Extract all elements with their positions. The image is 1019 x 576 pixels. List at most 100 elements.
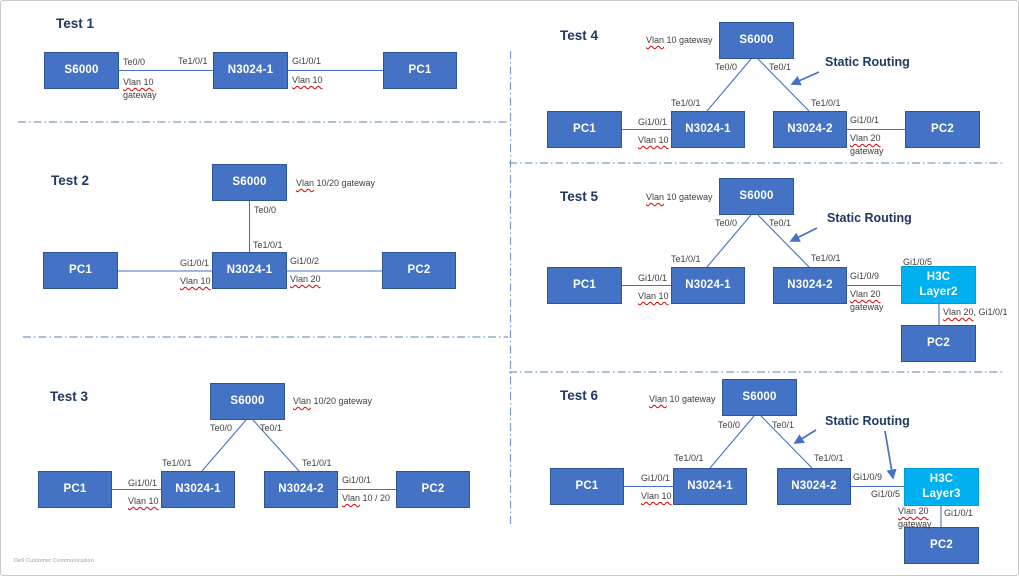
edge-label-text: Vlan 10 [638,135,669,145]
edge-label-line: Gi1/0/9 [853,471,882,484]
node-pc1: PC1 [547,267,622,304]
edge-label-text: Te0/0 [718,420,741,430]
edge-label-text: Te0/0 [210,423,233,433]
edge-label-line: Te1/0/1 [671,253,701,266]
edge-label: Gi1/0/1 [128,477,157,490]
node-label: N3024-2 [787,123,833,136]
edge-label-text: Vlan [646,192,665,202]
edge-label-text: Te1/0/1 [302,458,332,468]
node-n3024-1: N3024-1 [161,471,235,508]
edge-label-text: Gi1/0/1 [850,115,880,125]
node-label: N3024-1 [226,264,273,277]
node-label: S6000 [739,34,774,47]
node-s6000: S6000 [719,22,794,59]
edge-label-line: Vlan 10 / 20 [342,492,390,505]
edge-label: Gi1/0/9 [850,270,879,283]
edge-label-text: gateway [123,89,157,100]
edge-label: Vlan 10/20 gateway [293,395,372,408]
node-n3024-2: N3024-2 [264,471,338,508]
edge-label-line: Te1/0/1 [811,252,841,265]
node-label: PC1 [69,264,92,277]
edge-label-text: Te0/0 [123,57,146,67]
edge-label: Te1/0/1 [302,457,332,470]
edge-label: Te1/0/1 [671,253,701,266]
edge-label: Te1/0/1 [162,457,192,470]
node-n3024-1: N3024-1 [213,52,288,89]
edge-label-line: Te1/0/1 [178,55,208,68]
edge-label: Te0/0 [715,61,737,74]
edge-label: Te0/0 [254,204,276,217]
node-label: Layer2 [919,286,958,298]
edge-label-text: Vlan [296,178,315,188]
edge-label-line: Te0/1 [260,422,282,435]
edge-label-line: Gi1/0/1 [180,257,209,270]
edge-label-line: Gi1/0/5 [871,488,900,501]
node-label: Layer3 [922,488,961,500]
edge-label-line: Gi1/0/1 [292,55,321,68]
edge-label-line: Te0/1 [769,217,791,230]
edge-label-text: Vlan 20 [898,506,929,516]
node-label: PC1 [63,483,87,496]
edge-label-text: Vlan 20 [850,289,881,299]
edge-label-line: Te1/0/1 [811,97,841,110]
node-label: PC2 [931,123,954,136]
static-routing-arrow [790,71,820,86]
edge-label: Gi1/0/1 [850,114,879,127]
node-n3024-1: N3024-1 [212,252,287,289]
edge-label-line: Te0/0 [210,422,232,435]
edge-label: Gi1/0/2 [290,255,319,268]
edge-label: Vlan 10 gateway [646,34,713,47]
edge-label-line: Vlan 10 [638,290,669,303]
edge-label-text: Te1/0/1 [811,98,841,108]
test-4-title: Test 4 [560,28,599,43]
node-n3024-2: N3024-2 [773,267,847,304]
edge-label-line: Te0/0 [254,204,276,217]
node-s6000: S6000 [722,379,797,416]
edge-label-text: Gi1/0/9 [850,271,880,281]
edge-label-text: Te1/0/1 [671,98,701,108]
edge-label-text: Te1/0/1 [671,254,701,264]
node-label: PC1 [408,64,432,77]
edge-label-text: Vlan 20 [290,274,321,284]
edge-label-line: Vlan 20 [850,288,884,301]
edge-label-line: Vlan 20 [850,132,884,145]
edge-label-text: Te0/1 [772,420,795,430]
edge-label-line: gateway [850,145,884,158]
edge-label-line: gateway [123,89,157,102]
edge-label-line: Vlan 20 [290,273,321,286]
node-label: PC2 [927,337,950,350]
edge-label-line: Gi1/0/1 [342,474,371,487]
node-label: S6000 [739,190,774,203]
edge-label-text: Gi1/0/1 [638,273,668,283]
node-n3024-2: N3024-2 [777,468,851,505]
edge-label: Te0/0 [210,422,232,435]
edge-label: Te1/0/1 [674,452,704,465]
edge-label: Te0/1 [769,217,791,230]
edge-label: Vlan 10 [638,134,669,147]
edge-label-line: Vlan 10/20 gateway [293,395,372,408]
node-n3024-2: N3024-2 [773,111,847,148]
edge-label-line: Te1/0/1 [674,452,704,465]
edge-label-text: Gi1/0/5 [871,489,901,499]
edge-label-text: Vlan 20 [850,133,881,143]
edge-label-text: gateway [850,145,884,156]
static-routing-label: Static Routing [825,414,910,428]
edge-label: Vlan 10 gateway [646,191,713,204]
edge-label: Gi1/0/1 [641,472,670,485]
footer-text: Dell Customer Communication [14,558,94,564]
edge-label-line: Te1/0/1 [162,457,192,470]
edge-label-text: 10 gateway [664,35,713,45]
edge-label-text: Gi1/0/1 [292,56,322,66]
edge-label-line: Vlan 10 [641,490,672,503]
edge-label-line: Vlan 10 [638,134,669,147]
edge-label-text: Te0/0 [715,218,738,228]
edge-label: Vlan 10 [292,74,323,87]
node-label: N3024-2 [787,279,833,292]
static-routing-arrow [789,227,818,242]
edge-label-text: Vlan [293,396,312,406]
node-label: S6000 [230,395,265,408]
static-routing-label: Static Routing [827,211,912,225]
edge-label-text: Vlan 10 [292,75,323,85]
edge-label-line: gateway [850,301,884,314]
